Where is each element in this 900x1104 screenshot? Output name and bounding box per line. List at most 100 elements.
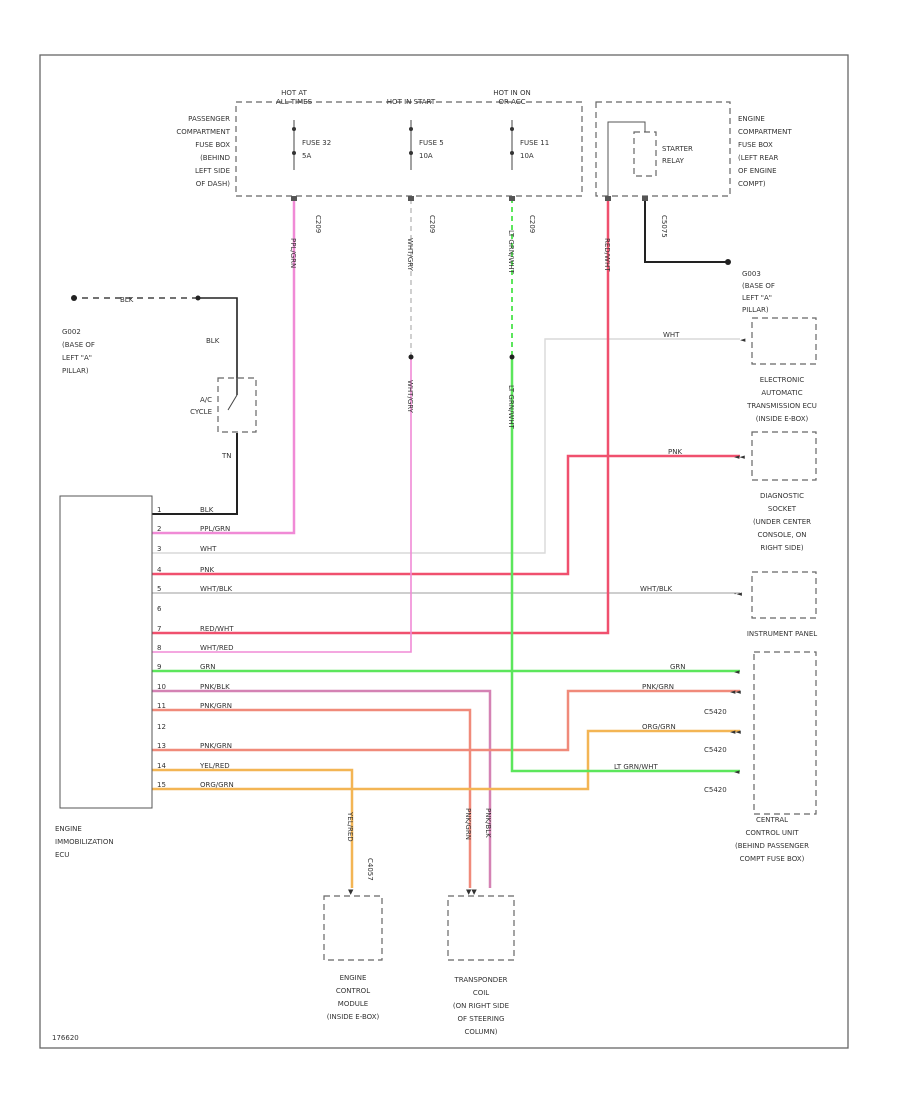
hot-label-1a: HOT AT	[281, 89, 308, 97]
rwire-lt-grn: LT GRN/WHT	[614, 763, 659, 771]
ecu-pin-number: 6	[157, 605, 162, 613]
ecu-pin-wire-label: PNK/BLK	[200, 683, 230, 691]
wire-org-grn	[152, 729, 740, 791]
immobilization-ecu	[59, 495, 153, 809]
rwire-pnk-grn: PNK/GRN	[642, 683, 674, 691]
ecu-pin-number: 3	[157, 545, 161, 553]
ecu-pin-wire-label: GRN	[200, 663, 216, 671]
rwire-org-grn: ORG/GRN	[642, 723, 676, 731]
bwire-c4057: C4057	[366, 858, 374, 881]
svg-text:10A: 10A	[520, 152, 534, 160]
ecu-pin-number: 10	[157, 683, 166, 691]
svg-text:OF ENGINE: OF ENGINE	[738, 167, 777, 175]
hot-label-3b: OR ACC	[498, 98, 525, 106]
svg-text:COMPARTMENT: COMPARTMENT	[738, 128, 792, 136]
ecm-box	[323, 895, 383, 961]
vwire-label-2: WHT/GRY	[406, 238, 414, 272]
connector-label-3: C209	[528, 215, 536, 233]
ecu-pin-wire-label: WHT/RED	[200, 644, 234, 652]
ground-top-terminal	[725, 259, 731, 265]
ground-left-wire: BLK	[120, 296, 134, 304]
vwire-label-6: LT GRN/WHT	[507, 385, 515, 430]
bwire-pnk-blk: PNK/BLK	[484, 808, 492, 838]
connector-label-1: C209	[314, 215, 322, 233]
instrument-panel-box	[751, 571, 817, 619]
svg-text:CENTRAL: CENTRAL	[756, 816, 788, 824]
ac-cycle-label-1: A/C	[200, 396, 212, 404]
ecu-pin-wire-label: RED/WHT	[200, 625, 234, 633]
ccu-connector-b: C5420	[704, 746, 727, 754]
hot-label-3a: HOT IN ON	[493, 89, 531, 97]
starter-relay-box	[633, 131, 657, 177]
ccu-box	[753, 651, 817, 815]
ccu-pin-ltgrn: ◄	[734, 768, 740, 776]
svg-text:ENGINE: ENGINE	[340, 974, 367, 982]
ecu-pin-number: 11	[157, 702, 166, 710]
ecu-pin-wire-label: PNK	[200, 566, 214, 574]
svg-text:STARTER: STARTER	[662, 145, 693, 153]
wire-lt-grn-wht-solid	[510, 357, 740, 773]
svg-text:LEFT "A": LEFT "A"	[62, 354, 92, 362]
splice-fuse5	[408, 354, 414, 360]
wire-yel-red	[152, 768, 354, 888]
wire-blk-ground-top	[198, 297, 238, 395]
ac-cycle-label-2: CYCLE	[190, 408, 212, 416]
wire-wht	[152, 338, 740, 554]
ecu-pin-number: 8	[157, 644, 161, 652]
svg-text:(LEFT REAR: (LEFT REAR	[738, 154, 779, 162]
wire-wht-red	[152, 357, 412, 653]
diagram-frame	[39, 54, 849, 1049]
svg-text:COIL: COIL	[473, 989, 489, 997]
bwire-yel-red: YEL/RED	[346, 811, 354, 842]
svg-text:OF STEERING: OF STEERING	[458, 1015, 505, 1023]
wire-blk-ground	[152, 433, 238, 515]
svg-text:COMPT FUSE BOX): COMPT FUSE BOX)	[740, 855, 805, 863]
svg-text:(INSIDE E-BOX): (INSIDE E-BOX)	[756, 415, 809, 423]
svg-text:(UNDER CENTER: (UNDER CENTER	[753, 518, 811, 526]
ecu-label: ENGINE IMMOBILIZATION ECU	[55, 825, 114, 859]
figure-id: 176620	[52, 1034, 79, 1042]
svg-text:PILLAR): PILLAR)	[62, 367, 89, 375]
svg-text:PILLAR): PILLAR)	[742, 306, 769, 314]
ground-left-splice	[195, 295, 201, 301]
ground-left-label: G002 (BASE OF LEFT "A" PILLAR)	[62, 328, 95, 375]
starter-relay-link	[607, 121, 646, 196]
svg-text:COMPARTMENT: COMPARTMENT	[176, 128, 230, 136]
svg-text:COMPT): COMPT)	[738, 180, 766, 188]
hot-label-1b: ALL TIMES	[276, 98, 313, 106]
tcu-pin-mark: ◄	[740, 336, 746, 344]
wire-ppl-grn	[152, 198, 296, 535]
bwire-pnk-grn: PNK/GRN	[464, 808, 472, 840]
ground-left-terminal	[71, 295, 77, 301]
tcu-box	[751, 317, 817, 365]
svg-text:G002: G002	[62, 328, 81, 336]
svg-text:ELECTRONIC: ELECTRONIC	[760, 376, 805, 384]
ecu-pin-number: 7	[157, 625, 161, 633]
svg-text:FUSE 5: FUSE 5	[419, 139, 444, 147]
passenger-fuse-box	[235, 101, 583, 197]
svg-text:LEFT "A": LEFT "A"	[742, 294, 772, 302]
fuse-5: FUSE 5 10A	[409, 120, 444, 170]
vwire-label-4: RED/WHT	[603, 238, 611, 272]
svg-text:FUSE BOX: FUSE BOX	[195, 141, 230, 149]
rwire-pnk: PNK	[668, 448, 682, 456]
svg-text:MODULE: MODULE	[338, 1000, 368, 1008]
svg-text:LEFT SIDE: LEFT SIDE	[195, 167, 230, 175]
svg-text:ENGINE: ENGINE	[55, 825, 82, 833]
ccu-label: CENTRAL CONTROL UNIT (BEHIND PASSENGER C…	[735, 816, 809, 863]
svg-text:ENGINE: ENGINE	[738, 115, 765, 123]
fuse-11: FUSE 11 10A	[510, 120, 549, 170]
ac-cycle-switch	[217, 377, 257, 433]
svg-text:AUTOMATIC: AUTOMATIC	[761, 389, 802, 397]
svg-text:(BEHIND PASSENGER: (BEHIND PASSENGER	[735, 842, 809, 850]
vwire-label-1: PPL/GRN	[289, 238, 297, 268]
transponder-pin-mark: ▼▼	[466, 888, 477, 896]
wire-pnk	[152, 454, 740, 576]
ecm-label: ENGINE CONTROL MODULE (INSIDE E-BOX)	[327, 974, 380, 1021]
svg-text:(BEHIND: (BEHIND	[200, 154, 230, 162]
ecu-pin-number: 14	[157, 762, 166, 770]
svg-text:OF DASH): OF DASH)	[196, 180, 231, 188]
svg-text:COLUMN): COLUMN)	[464, 1028, 497, 1036]
